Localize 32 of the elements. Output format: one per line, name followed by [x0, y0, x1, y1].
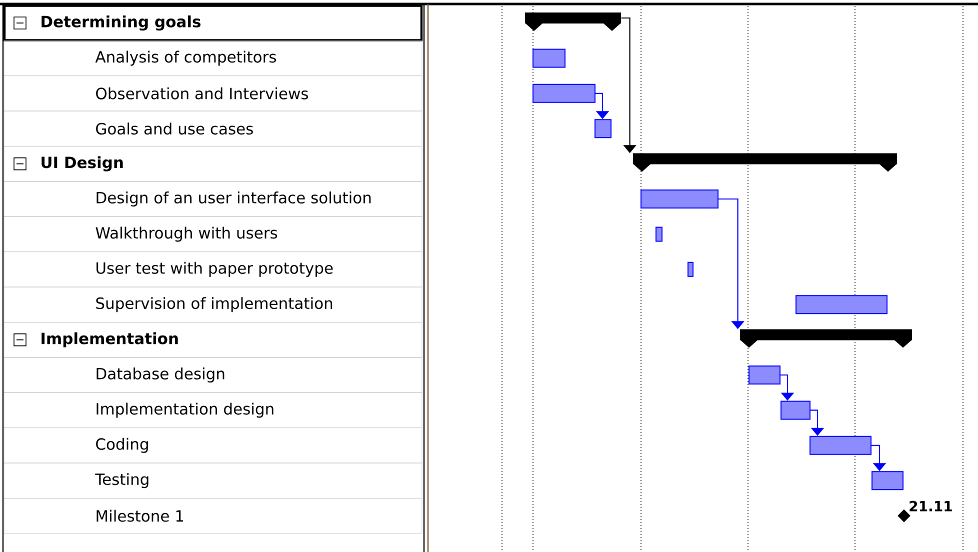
task-row: Design of an user interface solution — [4, 181, 422, 217]
task-bar — [532, 84, 596, 103]
date-label: 21.11 — [910, 500, 952, 512]
task-row: Walkthrough with users — [4, 216, 422, 252]
task-bar — [810, 436, 872, 455]
task-bar — [748, 366, 780, 384]
task-bar — [872, 471, 904, 490]
task-row: Analysis of competitors — [4, 40, 422, 76]
task-row: Database design — [4, 357, 422, 393]
dependency-arrow — [810, 410, 824, 436]
summary-bar — [740, 329, 912, 348]
group-row: Implementation — [4, 322, 422, 358]
task-bar — [656, 226, 662, 242]
task-row: Milestone 1 — [4, 498, 422, 534]
summary-bar — [525, 12, 621, 31]
task-row: Goals and use cases — [4, 110, 422, 146]
task-bar — [780, 400, 810, 420]
task-bar — [640, 190, 718, 208]
summary-bar — [633, 153, 897, 172]
task-bar — [594, 119, 612, 138]
task-row: User test with paper prototype — [4, 252, 422, 288]
task-row: Observation and Interviews — [4, 76, 422, 112]
task-bar — [796, 295, 888, 314]
group-row: Determining goals — [3, 4, 423, 42]
task-row: Implementation design — [4, 392, 422, 428]
task-row: Testing — [4, 462, 422, 498]
task-bar — [688, 262, 694, 277]
task-row: Supervision of implementation — [4, 286, 422, 322]
milestone-diamond — [898, 509, 910, 522]
task-row: Coding — [4, 428, 422, 464]
task-bar — [532, 48, 566, 68]
group-row: UI Design — [4, 146, 422, 182]
